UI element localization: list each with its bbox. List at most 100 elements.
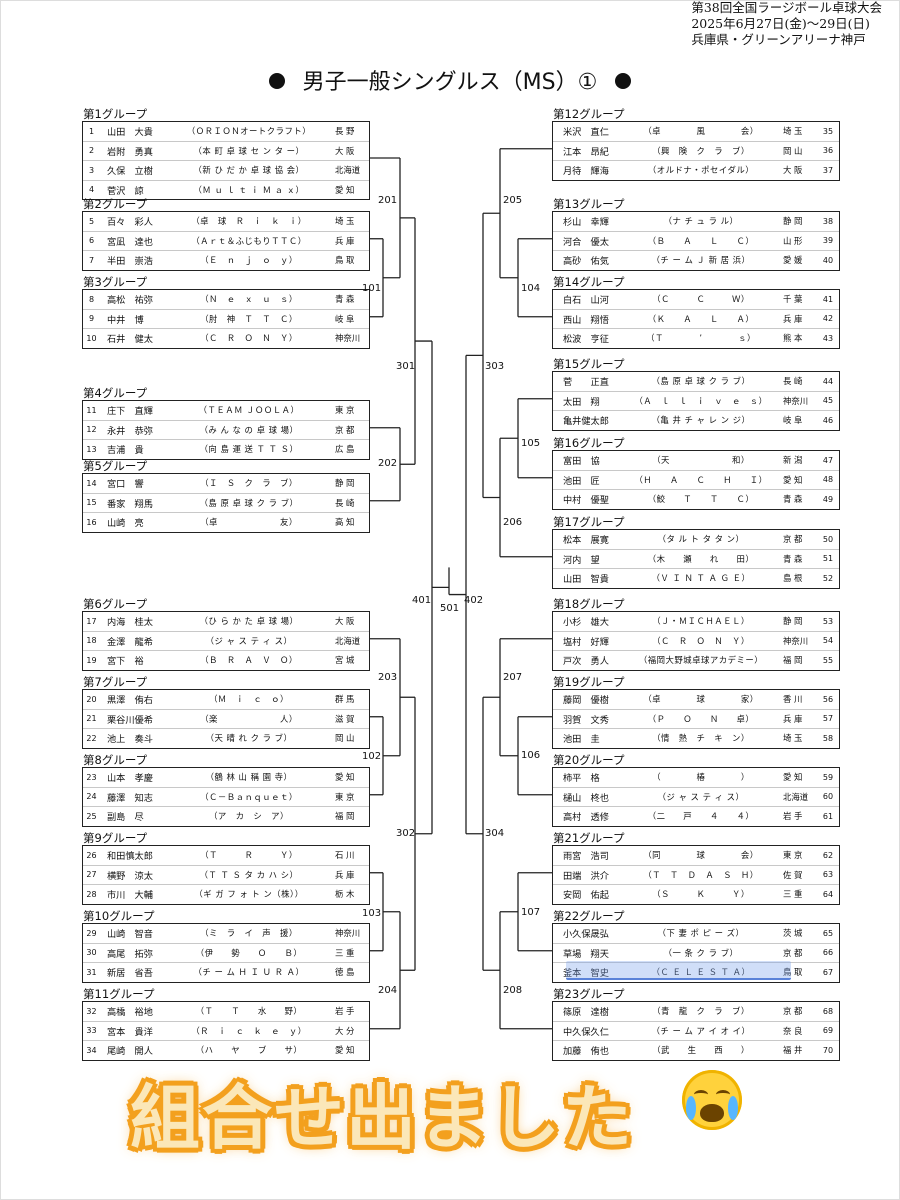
- draw-number: 50: [822, 534, 834, 544]
- match-label: 304: [485, 828, 505, 839]
- draw-number: 49: [822, 494, 834, 504]
- match-label: 107: [521, 907, 541, 918]
- crying-face-icon: [682, 1070, 742, 1130]
- player-name: 池田 圭: [563, 734, 600, 746]
- prefecture: 東 京: [335, 405, 355, 416]
- header-venue: 兵庫県・グリーンアリーナ神戸: [691, 32, 866, 47]
- draw-number: 69: [822, 1026, 834, 1036]
- player-name: 小杉 雄大: [563, 617, 609, 629]
- draw-number: 35: [822, 126, 834, 136]
- draw-number: 46: [822, 415, 834, 425]
- prefecture: 静 岡: [335, 478, 355, 489]
- player-name: 富田 協: [563, 456, 600, 468]
- player-name: 江本 昂紀: [563, 146, 609, 158]
- prefecture: 京 都: [335, 424, 355, 435]
- player-name: 草場 翔天: [563, 948, 609, 960]
- match-label: 301: [396, 361, 416, 372]
- tournament-header: 第38回全国ラージボール卓球大会 2025年6月27日(金)～29日(日) 兵庫…: [691, 0, 882, 48]
- prefecture: 愛 媛: [783, 255, 803, 266]
- player-name: 高砂 佑気: [563, 256, 609, 268]
- prefecture: 高 知: [335, 517, 355, 528]
- draw-number: 11: [86, 405, 97, 415]
- player-name: 横野 涼太: [107, 870, 153, 882]
- match-label: 105: [521, 438, 541, 449]
- group-label: 第5グループ: [83, 459, 148, 473]
- group-label: 第19グループ: [553, 675, 625, 689]
- club-name: （島 原 卓 球 ク ラ ブ）: [199, 497, 299, 508]
- player-name: 小久保晟弘: [563, 929, 609, 941]
- match-label: 204: [378, 985, 398, 996]
- player-name: 永井 恭弥: [107, 425, 153, 437]
- prefecture: 石 川: [335, 850, 355, 861]
- match-label: 208: [503, 985, 523, 996]
- group-label: 第14グループ: [553, 275, 625, 289]
- draw-number: 66: [822, 948, 834, 958]
- prefecture: 京 都: [783, 534, 803, 545]
- prefecture: 大 阪: [335, 145, 355, 156]
- club-name: （Ｅ ｎ ｊ ｏ ｙ）: [200, 255, 298, 266]
- club-name: （Ｈ Ａ Ｃ Ｈ Ｉ）: [634, 474, 768, 485]
- header-event-name: 第38回全国ラージボール卓球大会: [691, 0, 882, 15]
- club-name: （Ｔ Ｔ Ｓ タ カ ハ シ）: [199, 869, 299, 880]
- draw-number: 70: [822, 1045, 834, 1055]
- club-name: （ジ ャ ス テ ィ ス）: [657, 791, 745, 802]
- club-name: （卓 球 Ｒ ｉ ｋ ｉ）: [191, 216, 307, 227]
- player-name: 池上 奏斗: [107, 734, 153, 746]
- draw-number: 18: [86, 636, 97, 646]
- player-name: 安岡 佑起: [563, 890, 609, 902]
- club-name: （伊 勢 Ｏ Ｂ）: [195, 947, 303, 958]
- prefecture: 群 馬: [335, 694, 355, 705]
- prefecture: 兵 庫: [335, 235, 355, 246]
- player-name: 宮本 貴洋: [107, 1026, 153, 1038]
- club-name: （Ｊ・ＭＩＣＨＡＥＬ）: [652, 616, 750, 627]
- prefecture: 京 都: [783, 1006, 803, 1017]
- player-name: 白石 山河: [563, 295, 609, 307]
- group-label: 第7グループ: [83, 675, 148, 689]
- player-name: 太田 翔: [563, 396, 600, 408]
- header-dates: 2025年6月27日(金)～29日(日): [691, 16, 870, 31]
- match-label: 207: [503, 672, 523, 683]
- match-label: 103: [362, 908, 382, 919]
- club-name: （卓 風 会）: [643, 126, 759, 137]
- draw-number: 6: [88, 236, 95, 246]
- group-label: 第2グループ: [83, 197, 148, 211]
- draw-number: 21: [86, 714, 97, 724]
- draw-number: 31: [86, 967, 97, 977]
- club-name: （Ｔ Ｔ Ｄ Ａ Ｓ Ｈ）: [643, 869, 759, 880]
- club-name: （楽 人）: [200, 713, 298, 724]
- match-label: 102: [362, 751, 382, 762]
- prefecture: 静 岡: [783, 616, 803, 627]
- prefecture: 長 崎: [783, 376, 803, 387]
- club-name: （ひ ら か た 卓 球 場）: [199, 616, 299, 627]
- club-name: （Ｐ Ｏ Ｎ 卓）: [647, 713, 755, 724]
- prefecture: 茨 城: [783, 928, 803, 939]
- club-name: （Ｃ Ｒ Ｏ Ｎ Ｙ）: [200, 333, 298, 344]
- club-name: （チ ー ム ア イ オ イ）: [651, 1025, 751, 1036]
